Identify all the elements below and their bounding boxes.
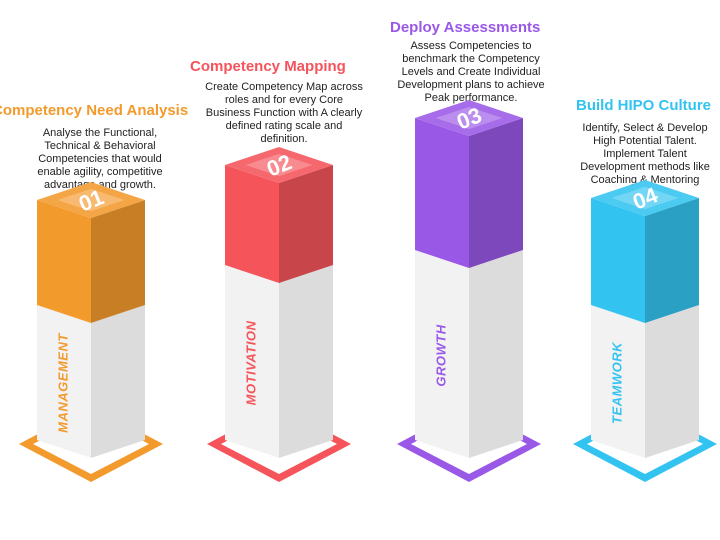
- step-2-description: Create Competency Map across roles and f…: [205, 81, 363, 145]
- pillar-3-top-inset: [435, 106, 503, 130]
- step-2-title: Competency Mapping: [190, 58, 346, 75]
- pillar-3: 03 GROWTH: [397, 100, 541, 482]
- pillar-4-upper-right: [645, 198, 699, 323]
- pillar-4-lower-left: [591, 305, 645, 458]
- pillar-1-top-inset: [57, 188, 125, 212]
- pillar-1-lower-right: [91, 305, 145, 458]
- pillar-3-upper-left: [415, 118, 469, 268]
- step-1-title: Competency Need Analysis: [0, 102, 189, 119]
- pillar-1-lower-left: [37, 305, 91, 458]
- pillar-4-top-inset: [611, 186, 679, 210]
- step-3-description: Assess Competencies to benchmark the Com…: [397, 40, 545, 104]
- pillar-2-label: MOTIVATION: [243, 321, 258, 406]
- pillar-4-lower-right: [645, 305, 699, 458]
- pillar-2: 02 MOTIVATION: [207, 147, 351, 482]
- step-4-description: Identify, Select & Develop High Potentia…: [580, 122, 710, 186]
- pillar-2-lower-right: [279, 265, 333, 458]
- pillar-1-label: MANAGEMENT: [55, 333, 70, 433]
- pillar-3-label: GROWTH: [433, 324, 448, 386]
- pillar-1-upper-left: [37, 200, 91, 323]
- step-4-title: Build HIPO Culture: [576, 97, 711, 114]
- pillar-2-top-inset: [245, 153, 313, 177]
- pillar-4-upper-left: [591, 198, 645, 323]
- pillar-2-lower-left: [225, 265, 279, 458]
- pillar-4-label: TEAMWORK: [609, 341, 624, 424]
- pillar-3-lower-left: [415, 250, 469, 458]
- pillar-3-upper-right: [469, 118, 523, 268]
- step-3-title: Deploy Assessments: [390, 19, 541, 36]
- pillar-2-upper-right: [279, 165, 333, 283]
- pillar-1: 01 MANAGEMENT: [19, 182, 163, 482]
- pillar-1-upper-right: [91, 200, 145, 323]
- pillar-4: 04 TEAMWORK: [573, 180, 717, 482]
- pillar-2-upper-left: [225, 165, 279, 283]
- pillar-3-lower-right: [469, 250, 523, 458]
